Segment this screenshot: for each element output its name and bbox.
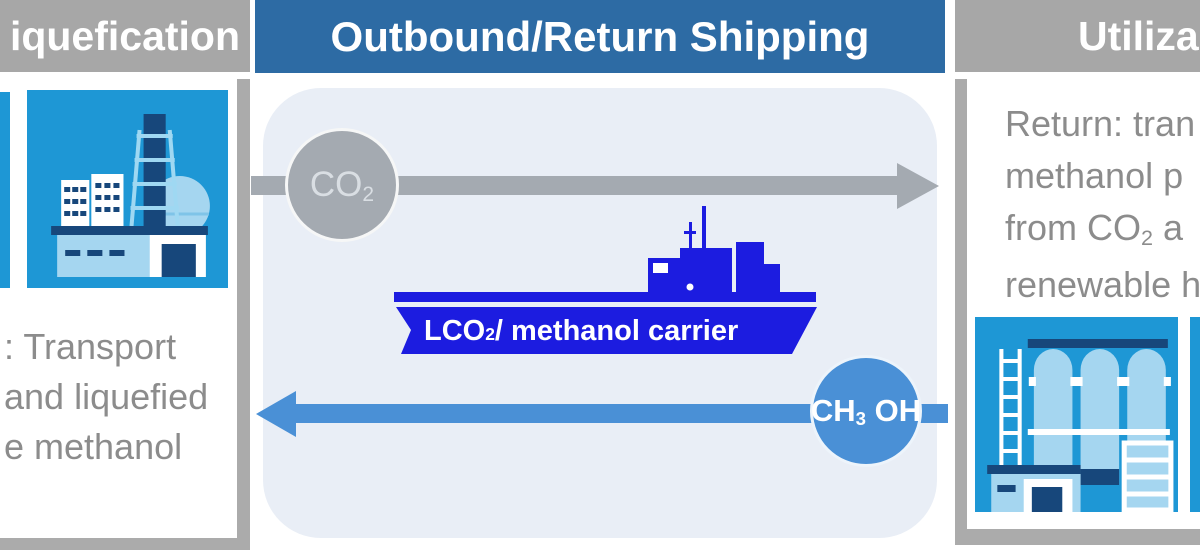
right-body-line: methanol p <box>1005 155 1184 196</box>
outbound-arrow-shaft <box>251 176 899 195</box>
ship-icon <box>394 206 817 354</box>
left-body-line: : Transport <box>4 326 177 367</box>
left-panel-frame-bottom <box>0 538 237 550</box>
left-panel-header-label: iquefication <box>9 12 241 59</box>
left-tile-partial <box>0 92 10 288</box>
right-panel-header: Utiliza <box>955 0 1200 72</box>
center-panel-header: Outbound/Return Shipping <box>255 0 945 73</box>
left-body-line: and liquefied <box>4 376 209 417</box>
co2-label: CO2 <box>309 165 375 206</box>
right-body-text: Return: tran methanol p from CO2 a renew… <box>1005 98 1200 311</box>
left-panel-header: iquefication <box>0 0 250 72</box>
left-body-line: e methanol <box>4 426 183 467</box>
methanol-plant-icon <box>975 317 1178 513</box>
outbound-arrow-head <box>897 163 939 209</box>
co2-badge: CO2 <box>285 128 399 242</box>
left-tile <box>27 90 228 288</box>
right-body-line: renewable h <box>1005 264 1200 305</box>
right-body-line: Return: tran <box>1005 103 1196 144</box>
return-arrow-shaft <box>294 404 948 423</box>
right-panel-frame-left <box>955 79 967 545</box>
ch3oh-label: CH3 OH <box>810 393 922 430</box>
liquefaction-plant-icon <box>27 90 228 288</box>
right-tile <box>975 317 1178 513</box>
return-arrow-head <box>256 391 296 437</box>
left-body-text: : Transport and liquefied e methanol <box>4 322 208 472</box>
right-panel-header-label: Utiliza <box>1078 12 1199 59</box>
right-body-line: from CO2 a <box>1005 207 1184 250</box>
right-panel-frame-bottom <box>967 529 1200 545</box>
center-panel-header-label: Outbound/Return Shipping <box>330 12 870 60</box>
right-tile-partial <box>1190 317 1200 512</box>
ch3oh-badge: CH3 OH <box>810 355 922 467</box>
left-panel-frame-right <box>237 79 250 550</box>
